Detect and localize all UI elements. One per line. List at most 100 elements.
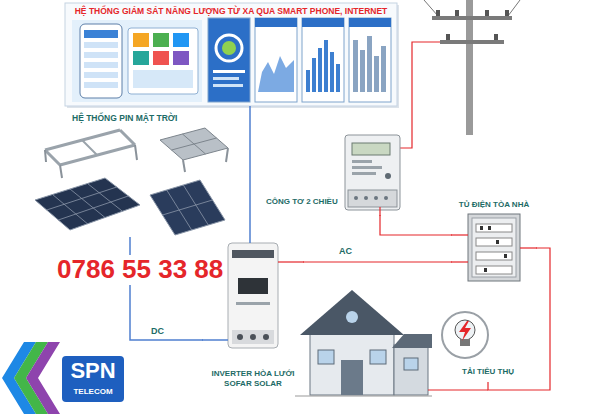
meter-drawing [385, 173, 391, 179]
cabinet-drawing [480, 226, 483, 230]
monitoring-screens [255, 18, 297, 27]
monitoring-screens [306, 70, 310, 92]
monitoring-screens [222, 41, 236, 55]
monitoring-screens [374, 56, 379, 92]
monitoring-screens [349, 18, 391, 102]
company-logo [62, 356, 124, 402]
solar-panels [183, 134, 206, 154]
house-drawing [295, 396, 432, 397]
solar-panels [35, 178, 140, 230]
distribution-cabinet: TỦ ĐIỆN TÒA NHÀ [452, 198, 536, 283]
cabinet-drawing [476, 252, 512, 260]
grid-wire [400, 42, 440, 148]
load-icon [442, 312, 488, 358]
monitoring-screens [84, 52, 118, 58]
logo-wordmark: SPN [64, 359, 122, 383]
connector [303, 261, 452, 262]
connector [130, 237, 203, 340]
power-pole [508, 0, 520, 16]
solar-panels [183, 160, 185, 172]
monitoring-screens [84, 30, 118, 38]
cabinet-drawing [451, 214, 537, 281]
monitoring-screens [65, 3, 397, 106]
solar-panels [183, 185, 208, 225]
load-icon [459, 321, 471, 341]
power-pole [505, 10, 509, 16]
house-drawing [392, 334, 432, 348]
meter-drawing [354, 196, 358, 200]
meter-drawing [352, 166, 382, 169]
power-pole [436, 10, 440, 16]
inverter-drawing [237, 334, 243, 340]
solar-panels [60, 145, 135, 165]
monitoring-screens [153, 51, 169, 65]
monitoring-screens [153, 33, 169, 47]
cabinet-drawing [484, 268, 487, 272]
monitoring-screens [213, 70, 245, 73]
cabinet-drawing [472, 218, 516, 277]
monitoring-screens [360, 50, 365, 92]
monitoring-panel: HỆ THỐNG GIÁM SÁT NĂNG LƯỢNG TỪ XA QUA S… [65, 3, 397, 106]
bidirectional-meter: CÔNG TƠ 2 CHIỀU [262, 135, 402, 215]
solar-panels [226, 148, 228, 162]
monitoring-screens [255, 18, 297, 102]
phone-number: 0786 55 33 88 [55, 255, 225, 285]
house-drawing [404, 358, 418, 370]
inverter-drawing [202, 339, 228, 341]
solar-panels [88, 184, 123, 212]
node-label: TỦ ĐIỆN TÒA NHÀ [452, 200, 536, 210]
meter-drawing [348, 190, 397, 207]
monitoring-screens [258, 56, 294, 92]
house-drawing [295, 290, 488, 396]
house-drawing [318, 350, 334, 364]
monitoring-screens [312, 58, 316, 92]
inverter-drawing [263, 334, 269, 340]
monitoring-screens [324, 40, 328, 92]
solar-panels [35, 128, 228, 235]
monitoring-screens [80, 24, 122, 98]
solar-panels [150, 180, 225, 235]
cabinet-drawing [520, 247, 537, 248]
monitoring-screens [213, 77, 239, 80]
monitoring-screens [353, 40, 358, 92]
cabinet-drawing [488, 226, 491, 230]
monitoring-screens [84, 42, 118, 48]
house-drawing [428, 389, 488, 390]
solar-panels [160, 128, 228, 160]
power-pole [424, 0, 520, 135]
monitoring-screens [208, 18, 250, 102]
load-icon [455, 320, 475, 340]
inverter-drawing [278, 261, 304, 262]
cabinet-drawing [451, 234, 468, 235]
monitoring-screens [216, 35, 242, 61]
house-drawing [300, 290, 404, 335]
cabinet-drawing [451, 261, 468, 262]
node-label: CÔNG TƠ 2 CHIỀU [266, 197, 346, 207]
monitoring-screens [349, 18, 391, 27]
house-drawing [370, 350, 386, 364]
power-pole [446, 34, 450, 40]
logo-subtitle: TELECOM [64, 387, 122, 397]
monitoring-screens [133, 70, 193, 88]
node-label: HỆ THỐNG PIN MẶT TRỜI [72, 113, 228, 124]
solar-panels [60, 165, 62, 178]
monitoring-screens [84, 72, 118, 78]
inverter-drawing [228, 243, 278, 348]
monitoring-screens [330, 52, 334, 92]
solar-panels [120, 130, 135, 145]
solar-panels [167, 190, 192, 230]
monitoring-screens [302, 18, 344, 102]
monitoring-screens [67, 5, 399, 108]
monitoring-screens [336, 64, 340, 92]
monitoring-screens [133, 51, 149, 65]
node-label: HỆ THỐNG GIÁM SÁT NĂNG LƯỢNG TỪ XA QUA S… [65, 6, 397, 17]
cabinet-drawing [496, 240, 499, 244]
power-pole [494, 34, 498, 40]
load: TẢI TIÊU THỤ [440, 305, 535, 382]
solar-panels [135, 145, 137, 160]
solar-panels [82, 140, 97, 155]
monitoring-screens [65, 3, 399, 108]
monitoring-screens [84, 62, 118, 68]
monitoring-screens [173, 33, 189, 47]
